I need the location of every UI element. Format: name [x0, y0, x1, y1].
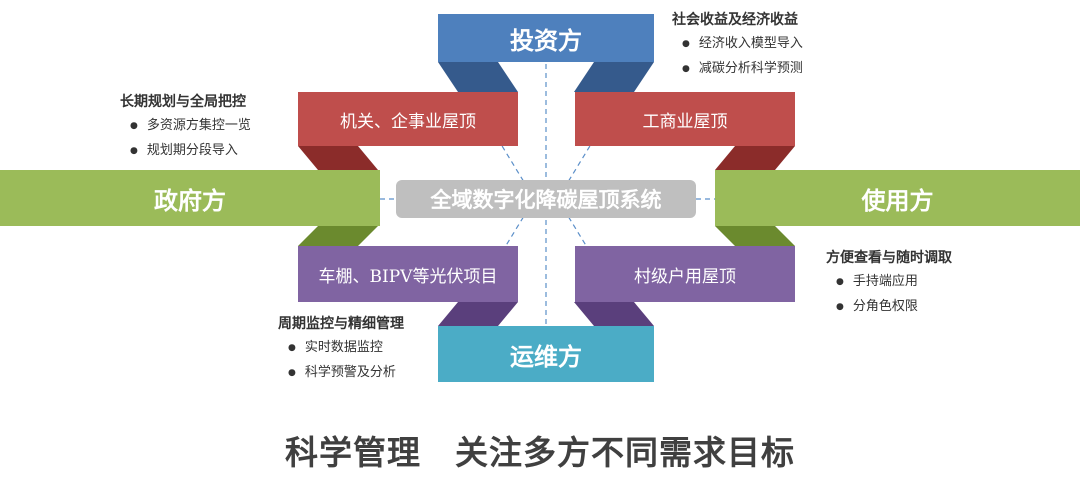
operations-note-item: 科学预警及分析 — [278, 361, 404, 386]
blue-joint-left — [438, 62, 518, 92]
purple-joint-left — [438, 302, 518, 326]
investor-notes: 社会收益及经济收益 经济收入模型导入 减碳分析科学预测 — [672, 8, 803, 82]
operations-label: 运维方 — [510, 342, 582, 371]
government-note-item: 多资源方集控一览 — [120, 114, 251, 139]
user-label: 使用方 — [861, 186, 934, 215]
purple-joint-right — [574, 302, 654, 326]
investor-note-item: 减碳分析科学预测 — [672, 57, 803, 82]
user-note-item: 手持端应用 — [826, 270, 952, 295]
operations-notes: 周期监控与精细管理 实时数据监控 科学预警及分析 — [278, 312, 404, 386]
user-notes-title: 方便查看与随时调取 — [826, 250, 952, 266]
carport-project-label: 车棚、BIPV等光伏项目 — [318, 266, 498, 287]
blue-joint-right — [574, 62, 654, 92]
green-joint-right — [715, 226, 795, 246]
operations-box: 运维方 — [438, 326, 654, 382]
tagline: 科学管理 关注多方不同需求目标 — [285, 433, 795, 472]
village-roof-box: 村级户用屋顶 — [575, 246, 795, 302]
commercial-roof-label: 工商业屋顶 — [642, 111, 728, 132]
investor-label: 投资方 — [510, 26, 582, 55]
user-box: 使用方 — [715, 170, 1080, 226]
government-label: 政府方 — [154, 186, 226, 215]
investor-notes-title: 社会收益及经济收益 — [672, 12, 798, 28]
government-box: 政府方 — [0, 170, 380, 226]
investor-box: 投资方 — [438, 14, 654, 62]
red-joint-right — [715, 146, 795, 170]
center-system-label: 全域数字化降碳屋顶系统 — [396, 180, 696, 218]
institutional-roof-label: 机关、企事业屋顶 — [340, 111, 476, 132]
village-roof-label: 村级户用屋顶 — [634, 266, 736, 287]
government-notes: 长期规划与全局把控 多资源方集控一览 规划期分段导入 — [120, 90, 251, 164]
carport-project-box: 车棚、BIPV等光伏项目 — [298, 246, 518, 302]
commercial-roof-box: 工商业屋顶 — [575, 92, 795, 146]
government-notes-title: 长期规划与全局把控 — [120, 94, 246, 110]
user-notes: 方便查看与随时调取 手持端应用 分角色权限 — [826, 246, 952, 320]
red-joint-left — [298, 146, 378, 170]
investor-note-item: 经济收入模型导入 — [672, 32, 803, 57]
government-note-item: 规划期分段导入 — [120, 139, 251, 164]
operations-note-item: 实时数据监控 — [278, 336, 404, 361]
operations-notes-title: 周期监控与精细管理 — [278, 316, 404, 332]
user-note-item: 分角色权限 — [826, 295, 952, 320]
institutional-roof-box: 机关、企事业屋顶 — [298, 92, 518, 146]
green-joint-left — [298, 226, 378, 246]
